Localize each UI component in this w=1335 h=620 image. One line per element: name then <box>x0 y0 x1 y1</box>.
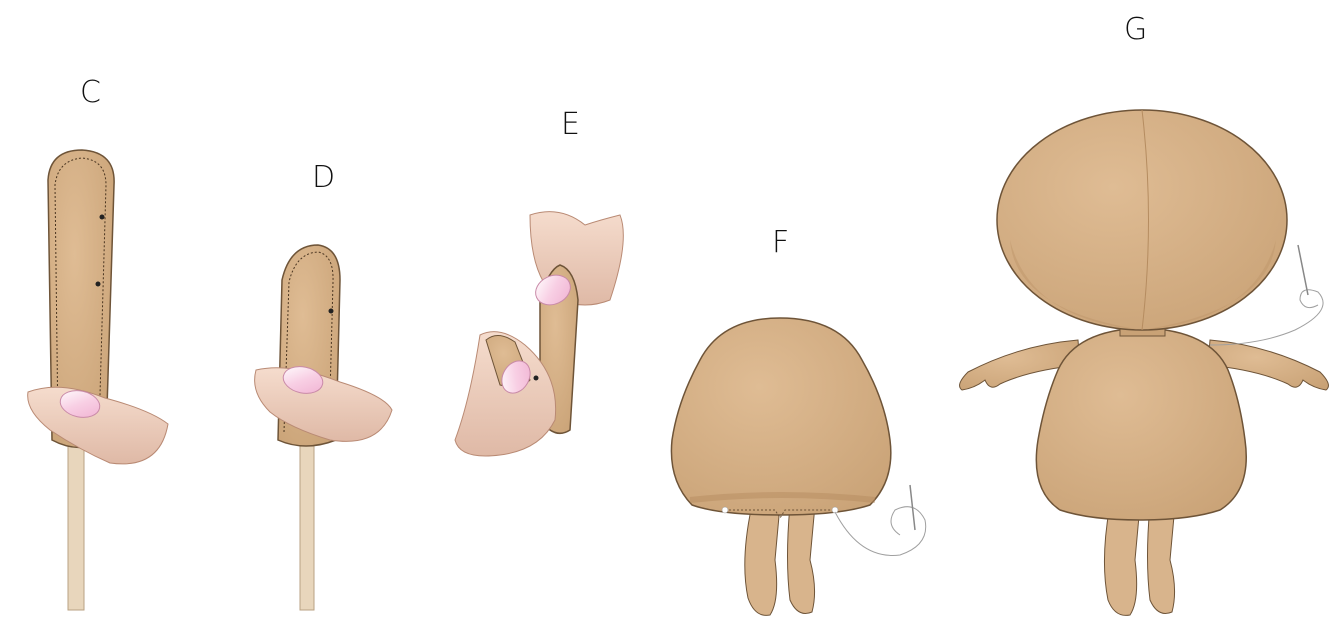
needle-point <box>329 309 334 314</box>
needle-point <box>96 282 101 287</box>
step-e-illustration <box>455 212 623 456</box>
needle-point <box>534 376 539 381</box>
needle-icon <box>1298 245 1308 295</box>
step-c-illustration <box>28 150 168 610</box>
doll-leg-right <box>1148 505 1176 614</box>
finger-icon <box>28 387 168 464</box>
doll-head-felt <box>997 110 1287 330</box>
pin-head <box>722 507 728 513</box>
doll-leg-left <box>745 505 780 615</box>
wooden-stick <box>300 430 314 610</box>
step-g-illustration <box>960 110 1329 615</box>
finger-icon <box>255 368 392 442</box>
step-f-illustration <box>671 318 925 615</box>
doll-body-felt <box>1036 328 1246 520</box>
doll-leg-right <box>788 505 816 614</box>
step-d-illustration <box>255 245 392 610</box>
wooden-stick <box>68 430 84 610</box>
doll-leg-left <box>1104 505 1140 615</box>
thread-icon <box>835 507 926 556</box>
needle-point <box>100 215 105 220</box>
doll-body-felt <box>671 318 890 515</box>
